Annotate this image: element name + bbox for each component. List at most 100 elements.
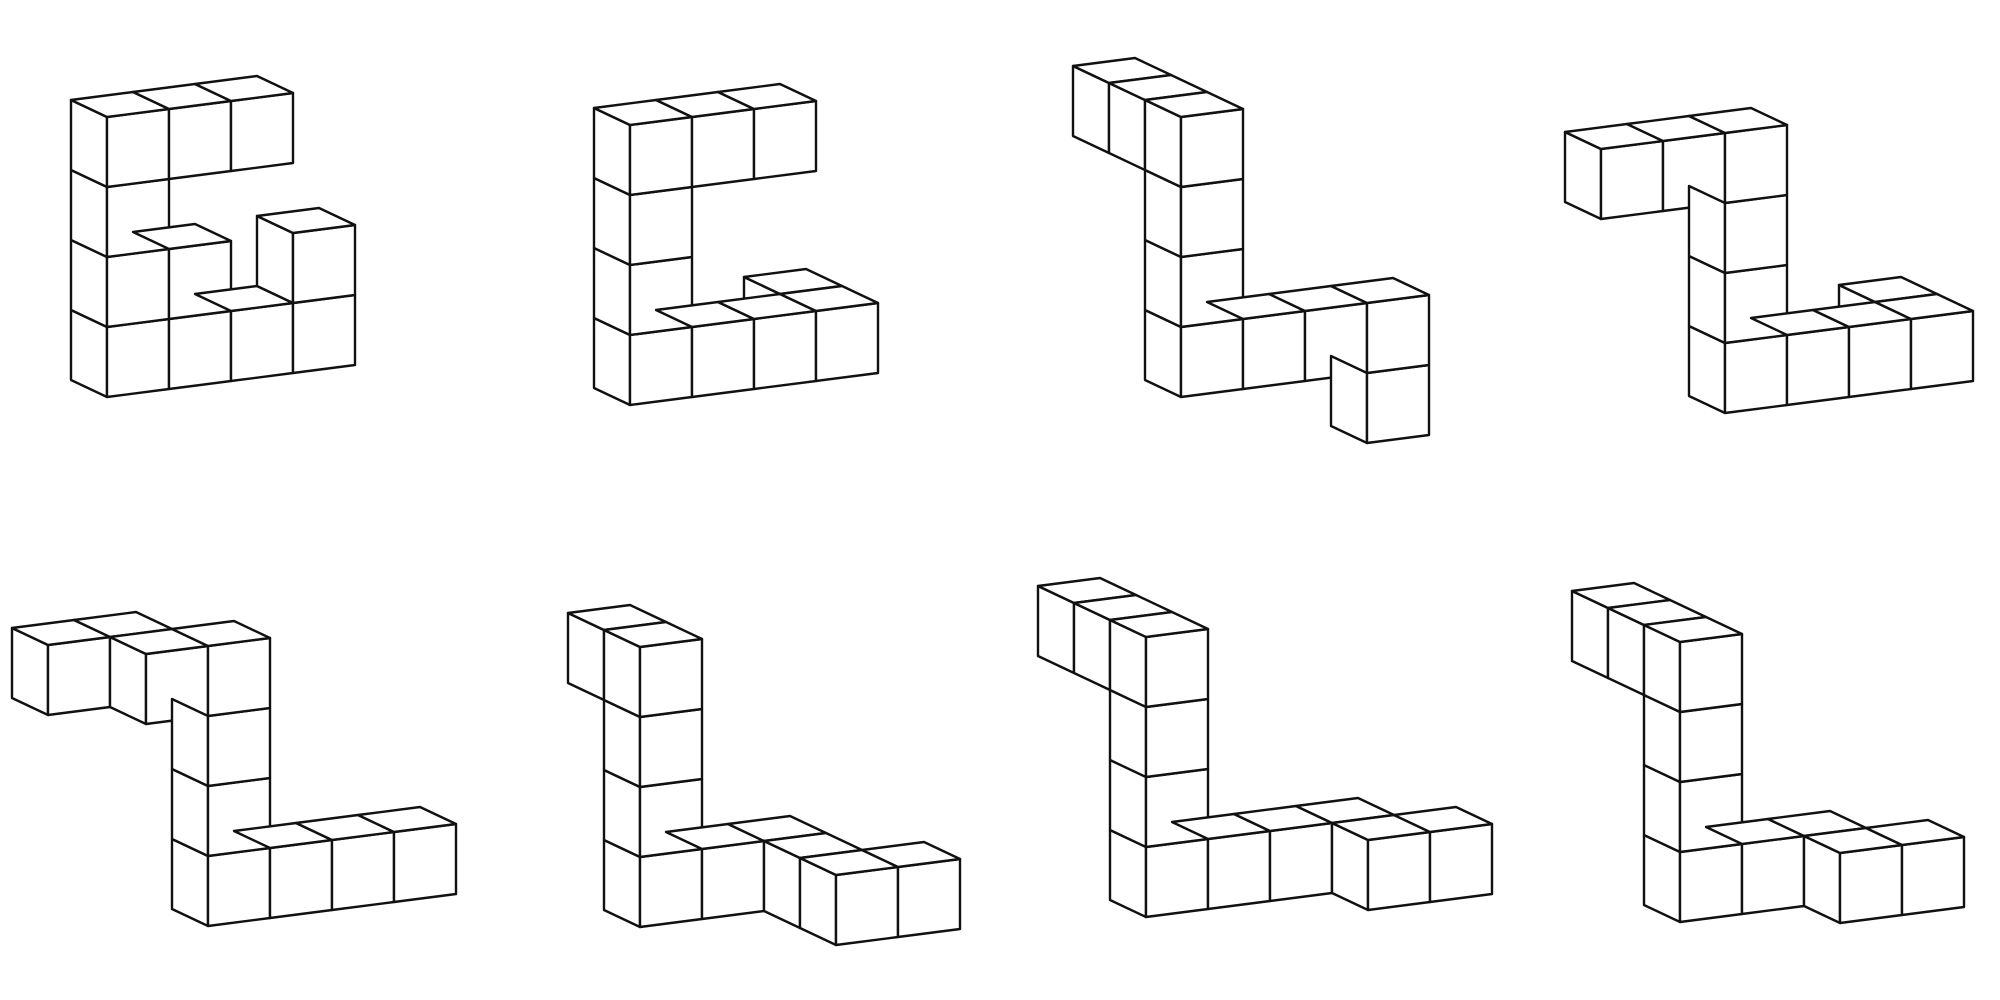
cube <box>1873 292 1975 391</box>
cube <box>1329 354 1431 445</box>
cube-figure-8[interactable] <box>1570 581 1966 925</box>
cube-top-face <box>778 284 880 313</box>
cube <box>778 284 880 383</box>
cube-front-face <box>690 107 756 189</box>
cube-top-face <box>1873 292 1975 321</box>
cube-front-face <box>46 635 112 717</box>
cube-front-face <box>1909 309 1975 391</box>
cube <box>1108 610 1210 709</box>
cube <box>1036 576 1138 675</box>
cube-front-face <box>105 317 171 399</box>
cube-top-face <box>356 805 458 834</box>
cube-front-face <box>1428 822 1494 904</box>
cube-front-face <box>834 865 900 947</box>
cube <box>602 698 704 789</box>
cube <box>170 837 272 928</box>
cube-front-face <box>1785 325 1851 407</box>
cube <box>1642 763 1744 854</box>
cube <box>1072 593 1174 692</box>
cube-front-face <box>105 247 171 329</box>
cube-front-face <box>1144 697 1210 779</box>
cube-front-face <box>330 830 396 912</box>
cube-front-face <box>1900 835 1966 917</box>
cube-front-face <box>1241 309 1307 391</box>
cube <box>1143 308 1245 399</box>
cube <box>1642 693 1744 784</box>
cube <box>167 309 233 391</box>
cube-top-face <box>1108 610 1210 639</box>
cube-top-face <box>1642 615 1744 644</box>
cube-top-face <box>170 619 272 648</box>
cube <box>602 620 704 719</box>
cube-front-face <box>1206 829 1272 911</box>
cube-front-face <box>206 706 272 788</box>
cube <box>1687 184 1789 275</box>
cube-front-face <box>229 301 295 383</box>
cube-front-face <box>1268 821 1334 903</box>
cube-front-face <box>752 309 818 391</box>
cube <box>1071 56 1173 155</box>
cube-figure-4[interactable] <box>1563 106 1975 415</box>
cube-front-face <box>1740 834 1806 916</box>
cube-front-face <box>1599 139 1665 221</box>
cube <box>592 316 694 407</box>
cube-front-face <box>105 107 171 189</box>
cube-top-face <box>602 620 704 649</box>
cube <box>1330 813 1432 912</box>
cube-front-face <box>1365 363 1431 445</box>
cube <box>1802 826 1904 925</box>
cube <box>1687 106 1789 205</box>
cube-front-face <box>1723 193 1789 275</box>
cube <box>1642 615 1744 714</box>
cube-front-face <box>628 115 694 197</box>
cube-front-face <box>628 325 694 407</box>
cube <box>860 840 962 939</box>
cube-figure-7[interactable] <box>1036 576 1494 919</box>
cube-top-face <box>716 82 818 111</box>
cube <box>1563 122 1665 221</box>
cube <box>69 308 171 399</box>
cube-top-face <box>1329 276 1431 305</box>
cube-front-face <box>206 636 272 718</box>
cube-figure-6[interactable] <box>566 603 962 947</box>
cube <box>10 618 112 717</box>
cube <box>798 848 900 947</box>
cube-front-face <box>1365 293 1431 375</box>
cube-figure-2[interactable] <box>592 82 880 407</box>
cube-front-face <box>752 99 818 181</box>
cube-front-face <box>638 637 704 719</box>
cube-top-face <box>860 840 962 869</box>
cube-front-face <box>1678 702 1744 784</box>
cube-front-face <box>814 301 880 383</box>
cube-figure-1[interactable] <box>69 74 357 399</box>
cube-front-face <box>1144 627 1210 709</box>
cube-front-face <box>1847 317 1913 399</box>
cube <box>356 805 458 904</box>
cube-front-face <box>1678 842 1744 924</box>
cube <box>592 98 694 197</box>
cube-front-face <box>638 707 704 789</box>
cube-top-face <box>1143 90 1245 119</box>
cube <box>232 821 334 920</box>
cube-front-face <box>1723 333 1789 415</box>
cube <box>1143 90 1245 189</box>
cube-figure-5[interactable] <box>10 610 458 928</box>
cube-front-face <box>1723 123 1789 205</box>
cube-top-face <box>193 74 295 103</box>
cube-top-face <box>1687 106 1789 135</box>
cube-top-face <box>131 222 233 251</box>
cube-front-face <box>268 838 334 920</box>
cube-figure-3[interactable] <box>1071 56 1431 445</box>
cube <box>1392 805 1494 904</box>
cube-top-face <box>1864 818 1966 847</box>
cube <box>762 831 864 930</box>
cube-front-face <box>896 857 962 939</box>
cube-front-face <box>206 846 272 928</box>
cube-front-face <box>1678 632 1744 714</box>
cube-front-face <box>291 293 357 375</box>
cube-front-face <box>690 317 756 399</box>
cube <box>1329 276 1431 375</box>
cube-top-face <box>1392 805 1494 834</box>
cube <box>170 619 272 718</box>
